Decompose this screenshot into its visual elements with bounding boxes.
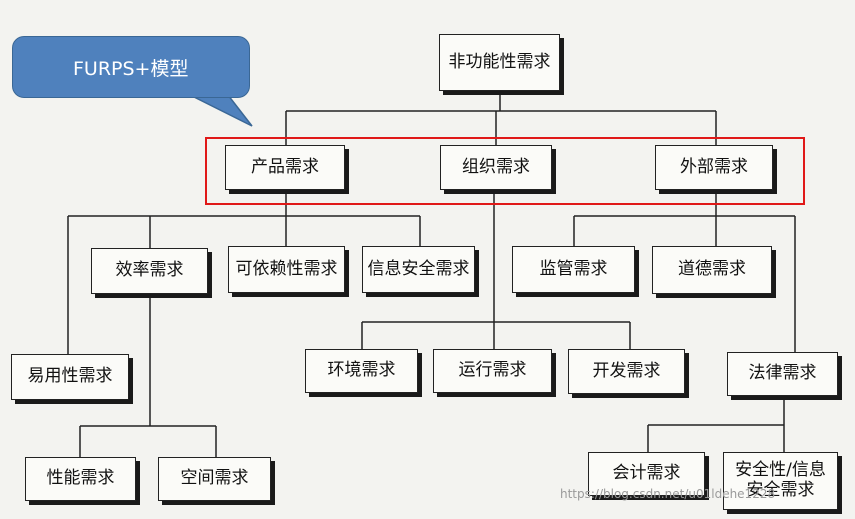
node-reliability: 可依赖性需求 [228, 246, 345, 293]
node-development: 开发需求 [568, 349, 685, 394]
node-product: 产品需求 [225, 145, 345, 190]
node-label: 组织需求 [462, 156, 530, 177]
node-space: 空间需求 [158, 457, 271, 501]
node-label: 信息安全需求 [367, 258, 470, 279]
node-label: 监管需求 [539, 258, 608, 279]
node-root: 非功能性需求 [439, 34, 560, 91]
node-label: 空间需求 [180, 468, 249, 489]
node-label: 效率需求 [115, 260, 184, 281]
node-label: 性能需求 [46, 468, 115, 489]
node-label: 开发需求 [592, 360, 661, 381]
node-label: 外部需求 [680, 156, 748, 177]
node-performance: 性能需求 [25, 457, 136, 501]
node-label: 运行需求 [458, 360, 527, 381]
node-safety: 安全性/信息安全需求 [723, 452, 838, 510]
callout-bubble: FURPS+模型 [12, 36, 250, 98]
node-external: 外部需求 [655, 145, 773, 190]
callout-text: FURPS+模型 [73, 57, 189, 80]
node-label: 安全性/信息安全需求 [735, 460, 826, 500]
node-label: 法律需求 [748, 363, 817, 384]
node-label: 可依赖性需求 [235, 258, 338, 279]
node-organization: 组织需求 [440, 145, 552, 190]
node-label: 道德需求 [678, 259, 746, 280]
node-operational: 运行需求 [433, 349, 552, 393]
node-regulatory: 监管需求 [512, 246, 635, 293]
node-label: 易用性需求 [27, 366, 113, 387]
highlight-box [205, 137, 805, 205]
node-security: 信息安全需求 [362, 246, 475, 293]
node-label: 非功能性需求 [448, 51, 551, 72]
node-label: 会计需求 [612, 463, 681, 484]
node-environment: 环境需求 [305, 349, 418, 393]
node-accounting: 会计需求 [588, 452, 705, 496]
node-label: 产品需求 [251, 156, 319, 177]
node-ethical: 道德需求 [652, 246, 772, 294]
node-usability: 易用性需求 [11, 354, 129, 400]
node-efficiency: 效率需求 [91, 248, 208, 294]
node-legal: 法律需求 [727, 352, 838, 396]
node-label: 环境需求 [327, 360, 396, 381]
watermark: https://blog.csdn.net/u01ldehe1228 [560, 487, 776, 501]
